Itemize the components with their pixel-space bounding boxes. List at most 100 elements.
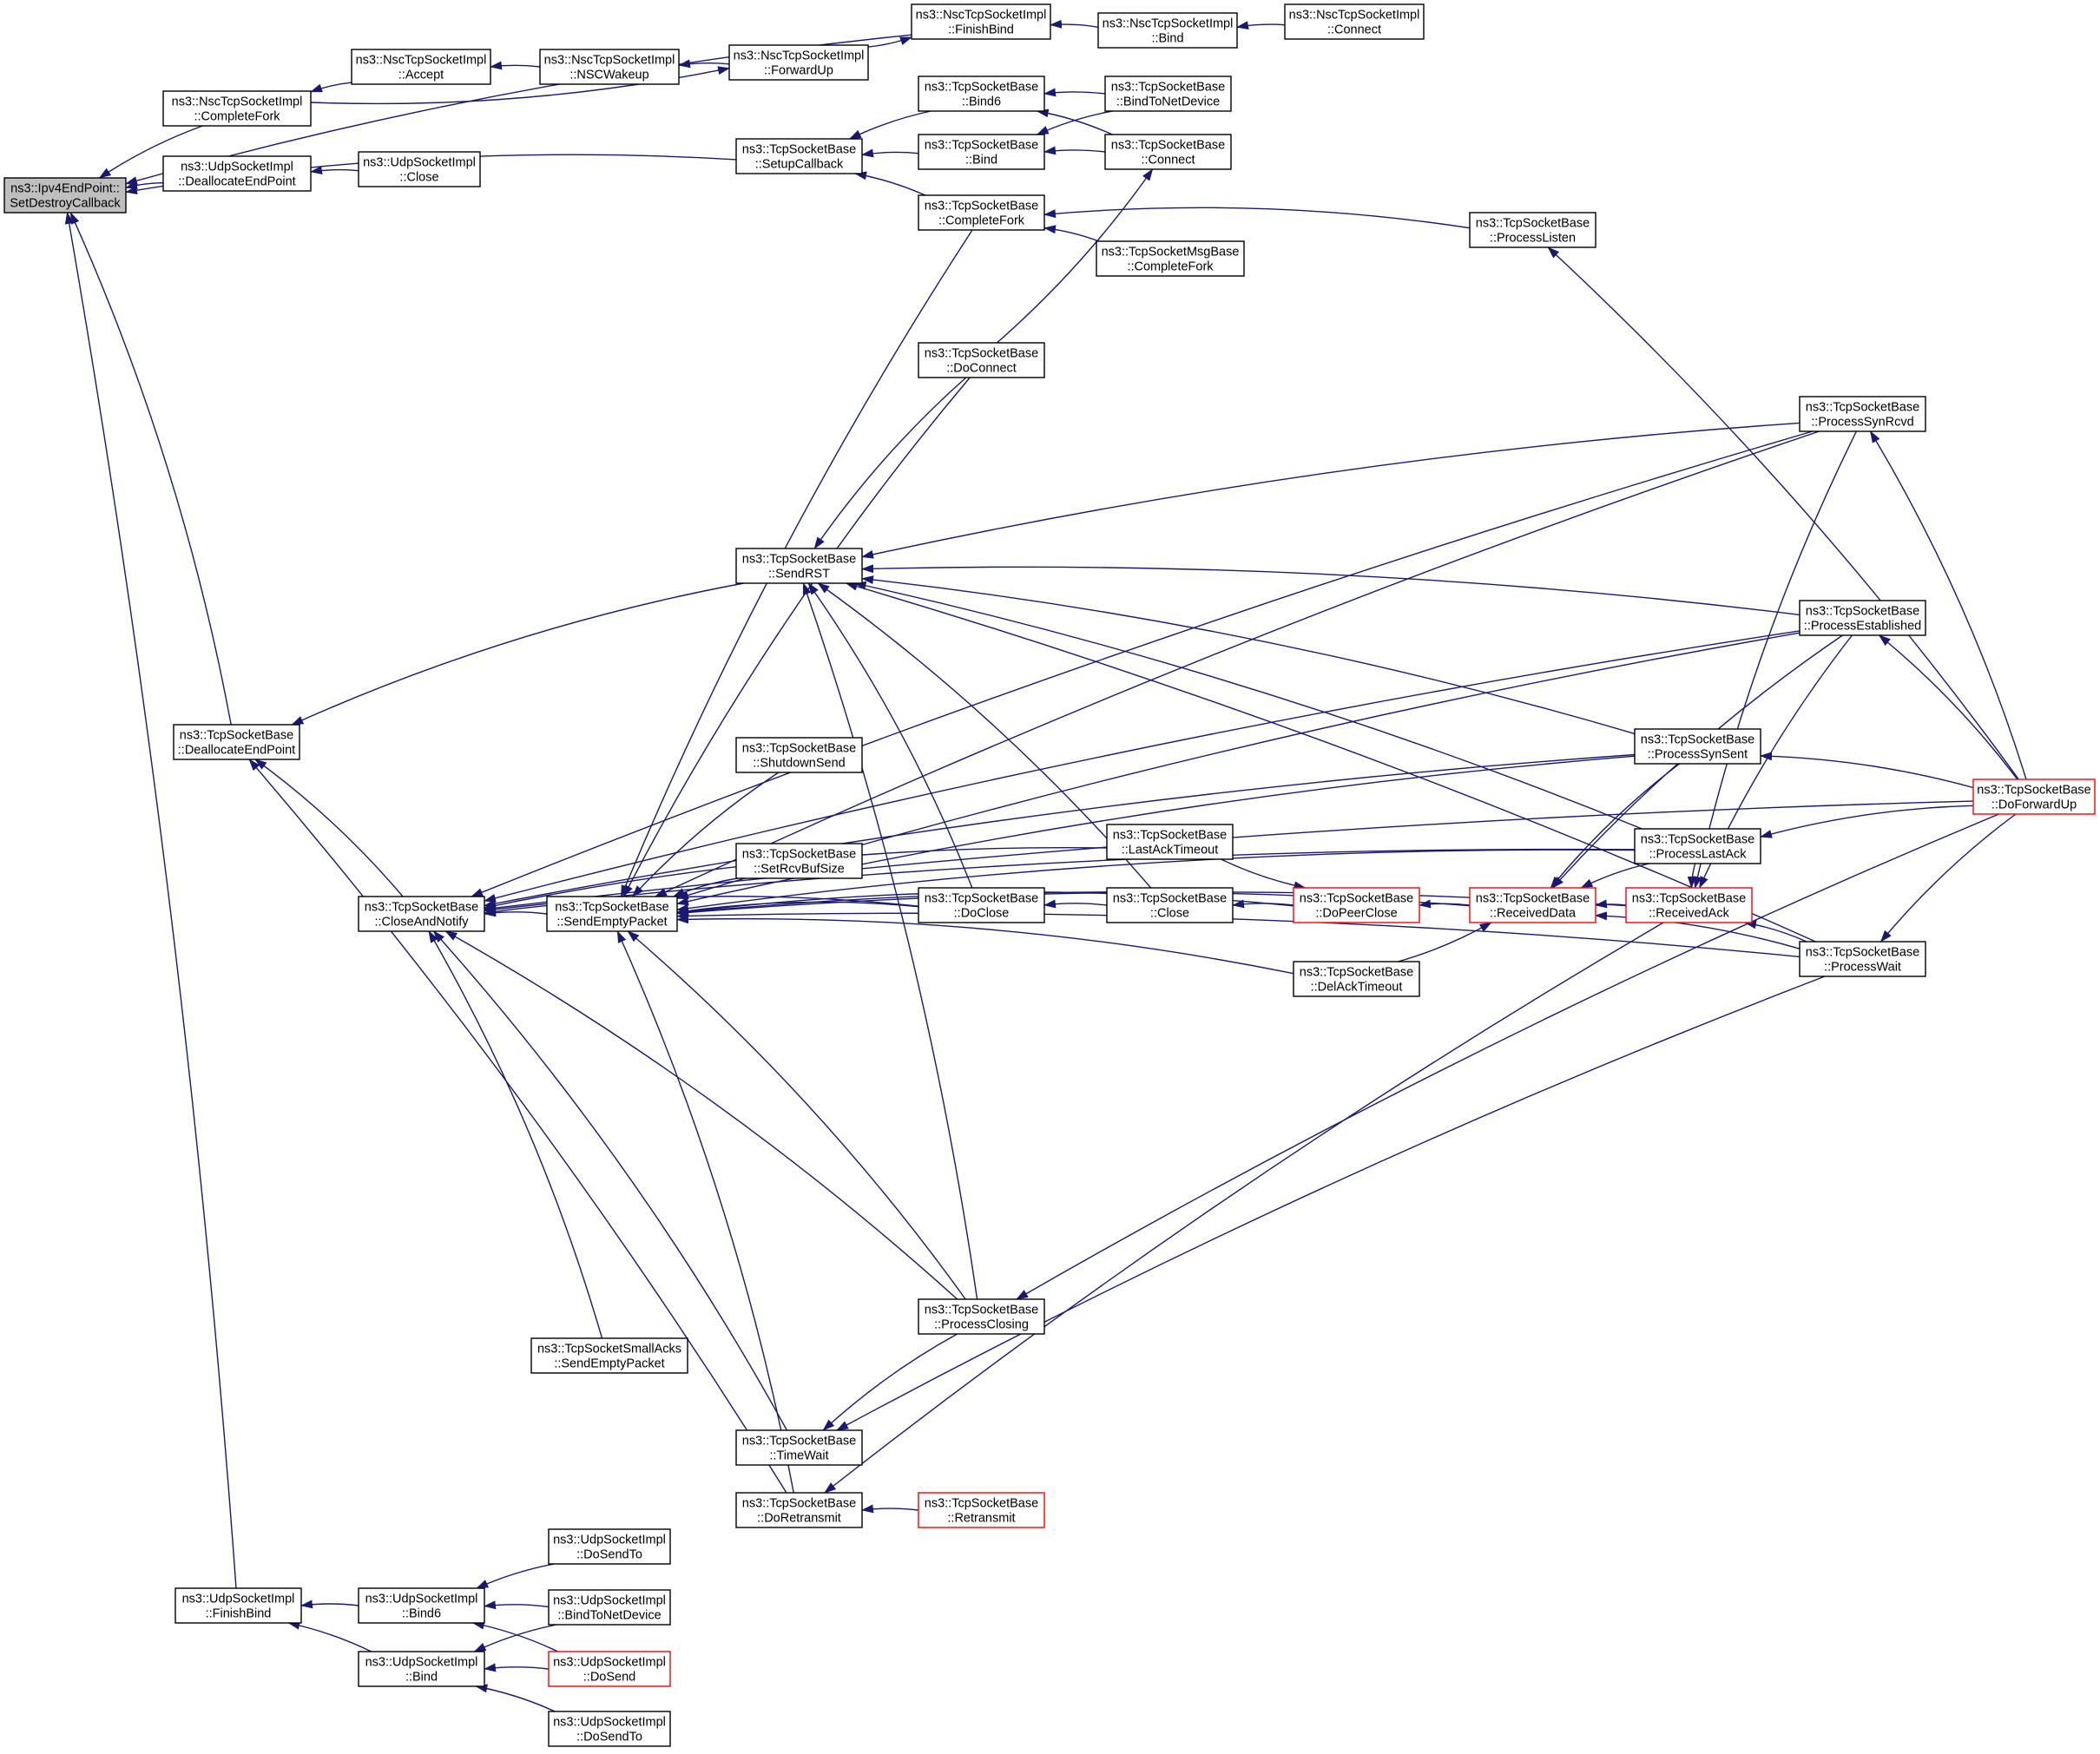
node-box[interactable] (735, 1492, 863, 1528)
node-box[interactable] (173, 724, 300, 760)
node-tcp_timewait[interactable]: ns3::TcpSocketBase::TimeWait (735, 1429, 863, 1466)
node-udp_dealloc[interactable]: ns3::UdpSocketImpl::DeallocateEndPoint (162, 155, 312, 192)
node-box[interactable] (918, 342, 1045, 378)
node-tcp_closeandnotify[interactable]: ns3::TcpSocketBase::CloseAndNotify (358, 896, 485, 932)
node-nsc_finishbind[interactable]: ns3::NscTcpSocketImpl::FinishBind (911, 3, 1051, 40)
node-tcp_retransmit[interactable]: ns3::TcpSocketBase::Retransmit (918, 1492, 1045, 1528)
node-box[interactable] (1799, 396, 1926, 432)
node-udp_bind[interactable]: ns3::UdpSocketImpl::Bind (358, 1651, 485, 1687)
node-tcp_doretransmit[interactable]: ns3::TcpSocketBase::DoRetransmit (735, 1492, 863, 1528)
node-tcp_close[interactable]: ns3::TcpSocketBase::Close (1106, 887, 1234, 923)
node-box[interactable] (918, 887, 1045, 923)
node-nsc_forwardup[interactable]: ns3::NscTcpSocketImpl::ForwardUp (728, 44, 869, 81)
node-box[interactable] (3, 177, 127, 214)
node-box[interactable] (1469, 887, 1596, 923)
node-nsc_accept[interactable]: ns3::NscTcpSocketImpl::Accept (351, 49, 491, 85)
node-udp_bind6[interactable]: ns3::UdpSocketImpl::Bind6 (358, 1587, 485, 1624)
node-box[interactable] (1106, 887, 1234, 923)
node-udp_bindtonetdevice[interactable]: ns3::UdpSocketImpl::BindToNetDevice (548, 1589, 671, 1626)
node-box[interactable] (358, 1651, 485, 1687)
node-box[interactable] (1293, 961, 1420, 997)
node-tcp_setrcvbufsize[interactable]: ns3::TcpSocketBase::SetRcvBufSize (735, 843, 863, 879)
node-tcp_setupcallback[interactable]: ns3::TcpSocketBase::SetupCallback (735, 138, 863, 174)
node-tcp_processsynrcvd[interactable]: ns3::TcpSocketBase::ProcessSynRcvd (1799, 396, 1926, 432)
node-tcp_deallocateendpoint[interactable]: ns3::TcpSocketBase::DeallocateEndPoint (173, 724, 300, 760)
node-tcp_completefork[interactable]: ns3::TcpSocketBase::CompleteFork (918, 194, 1045, 231)
node-tcpsmall_sendemptypacket[interactable]: ns3::TcpSocketSmallAcks::SendEmptyPacket (530, 1337, 688, 1374)
node-udp_finishbind[interactable]: ns3::UdpSocketImpl::FinishBind (174, 1587, 302, 1624)
node-tcp_receivedack[interactable]: ns3::TcpSocketBase::ReceivedAck (1625, 887, 1753, 923)
node-nsc_wakeup[interactable]: ns3::NscTcpSocketImpl::NSCWakeup (539, 49, 680, 85)
node-box[interactable] (735, 138, 863, 174)
node-box[interactable] (918, 1298, 1045, 1335)
node-tcp_processestablished[interactable]: ns3::TcpSocketBase::ProcessEstablished (1799, 600, 1926, 636)
node-box[interactable] (1096, 240, 1245, 277)
node-nsc_connect[interactable]: ns3::NscTcpSocketImpl::Connect (1284, 3, 1425, 40)
node-tcp_doforwardup[interactable]: ns3::TcpSocketBase::DoForwardUp (1972, 778, 2096, 815)
node-tcp_connect[interactable]: ns3::TcpSocketBase::Connect (1104, 134, 1232, 170)
node-box[interactable] (162, 90, 312, 127)
node-tcp_receiveddata[interactable]: ns3::TcpSocketBase::ReceivedData (1469, 887, 1596, 923)
node-box[interactable] (548, 1589, 671, 1626)
node-box[interactable] (548, 1711, 671, 1747)
node-box[interactable] (918, 194, 1045, 231)
node-box[interactable] (735, 548, 863, 584)
node-box[interactable] (1625, 887, 1753, 923)
node-box[interactable] (918, 76, 1045, 112)
node-box[interactable] (1469, 212, 1596, 248)
node-box[interactable] (918, 1492, 1045, 1528)
node-tcp_processlisten[interactable]: ns3::TcpSocketBase::ProcessListen (1469, 212, 1596, 248)
node-tcp_processsynsent[interactable]: ns3::TcpSocketBase::ProcessSynSent (1634, 728, 1761, 765)
node-box[interactable] (735, 737, 863, 773)
node-box[interactable] (1634, 828, 1761, 864)
node-box[interactable] (1799, 600, 1926, 636)
node-box[interactable] (351, 49, 491, 85)
node-tcp_bind[interactable]: ns3::TcpSocketBase::Bind (918, 134, 1045, 170)
node-tcp_processlastack[interactable]: ns3::TcpSocketBase::ProcessLastAck (1634, 828, 1761, 864)
node-udp_dosendto_a[interactable]: ns3::UdpSocketImpl::DoSendTo (548, 1528, 671, 1565)
node-tcp_sendrst[interactable]: ns3::TcpSocketBase::SendRST (735, 548, 863, 584)
node-box[interactable] (1097, 12, 1238, 49)
node-box[interactable] (735, 1429, 863, 1466)
node-nsc_bind[interactable]: ns3::NscTcpSocketImpl::Bind (1097, 12, 1238, 49)
node-box[interactable] (1634, 728, 1761, 765)
node-tcp_shutdownsend[interactable]: ns3::TcpSocketBase::ShutdownSend (735, 737, 863, 773)
node-box[interactable] (358, 151, 481, 187)
node-box[interactable] (546, 896, 678, 932)
node-box[interactable] (1293, 887, 1420, 923)
node-box[interactable] (174, 1587, 302, 1624)
node-box[interactable] (530, 1337, 688, 1374)
node-udp_dosend[interactable]: ns3::UdpSocketImpl::DoSend (548, 1651, 671, 1687)
node-tcp_processclosing[interactable]: ns3::TcpSocketBase::ProcessClosing (918, 1298, 1045, 1335)
node-tcpmsg_completefork[interactable]: ns3::TcpSocketMsgBase::CompleteFork (1096, 240, 1245, 277)
node-box[interactable] (728, 44, 869, 81)
node-box[interactable] (1104, 134, 1232, 170)
node-box[interactable] (911, 3, 1051, 40)
node-box[interactable] (918, 134, 1045, 170)
node-box[interactable] (548, 1528, 671, 1565)
node-tcp_lastacktimeout[interactable]: ns3::TcpSocketBase::LastAckTimeout (1106, 824, 1234, 860)
node-tcp_dopeerclose[interactable]: ns3::TcpSocketBase::DoPeerClose (1293, 887, 1420, 923)
node-tcp_processwait[interactable]: ns3::TcpSocketBase::ProcessWait (1799, 941, 1926, 977)
node-udp_close[interactable]: ns3::UdpSocketImpl::Close (358, 151, 481, 187)
node-box[interactable] (548, 1651, 671, 1687)
node-box[interactable] (1106, 824, 1234, 860)
node-box[interactable] (1104, 76, 1232, 112)
node-nsc_completefork[interactable]: ns3::NscTcpSocketImpl::CompleteFork (162, 90, 312, 127)
node-box[interactable] (735, 843, 863, 879)
node-box[interactable] (162, 155, 312, 192)
node-box[interactable] (1972, 778, 2096, 815)
node-tcp_bind6[interactable]: ns3::TcpSocketBase::Bind6 (918, 76, 1045, 112)
node-box[interactable] (358, 1587, 485, 1624)
node-box[interactable] (358, 896, 485, 932)
node-root[interactable]: ns3::Ipv4EndPoint::SetDestroyCallback (3, 177, 127, 214)
node-tcp_delacktimeout[interactable]: ns3::TcpSocketBase::DelAckTimeout (1293, 961, 1420, 997)
node-tcp_sendemptypacket[interactable]: ns3::TcpSocketBase::SendEmptyPacket (546, 896, 678, 932)
node-udp_dosendto_b[interactable]: ns3::UdpSocketImpl::DoSendTo (548, 1711, 671, 1747)
node-tcp_doclose[interactable]: ns3::TcpSocketBase::DoClose (918, 887, 1045, 923)
node-box[interactable] (1284, 3, 1425, 40)
node-box[interactable] (1799, 941, 1926, 977)
node-box[interactable] (539, 49, 680, 85)
node-tcp_doconnect[interactable]: ns3::TcpSocketBase::DoConnect (918, 342, 1045, 378)
node-tcp_bindtonetdevice[interactable]: ns3::TcpSocketBase::BindToNetDevice (1104, 76, 1232, 112)
